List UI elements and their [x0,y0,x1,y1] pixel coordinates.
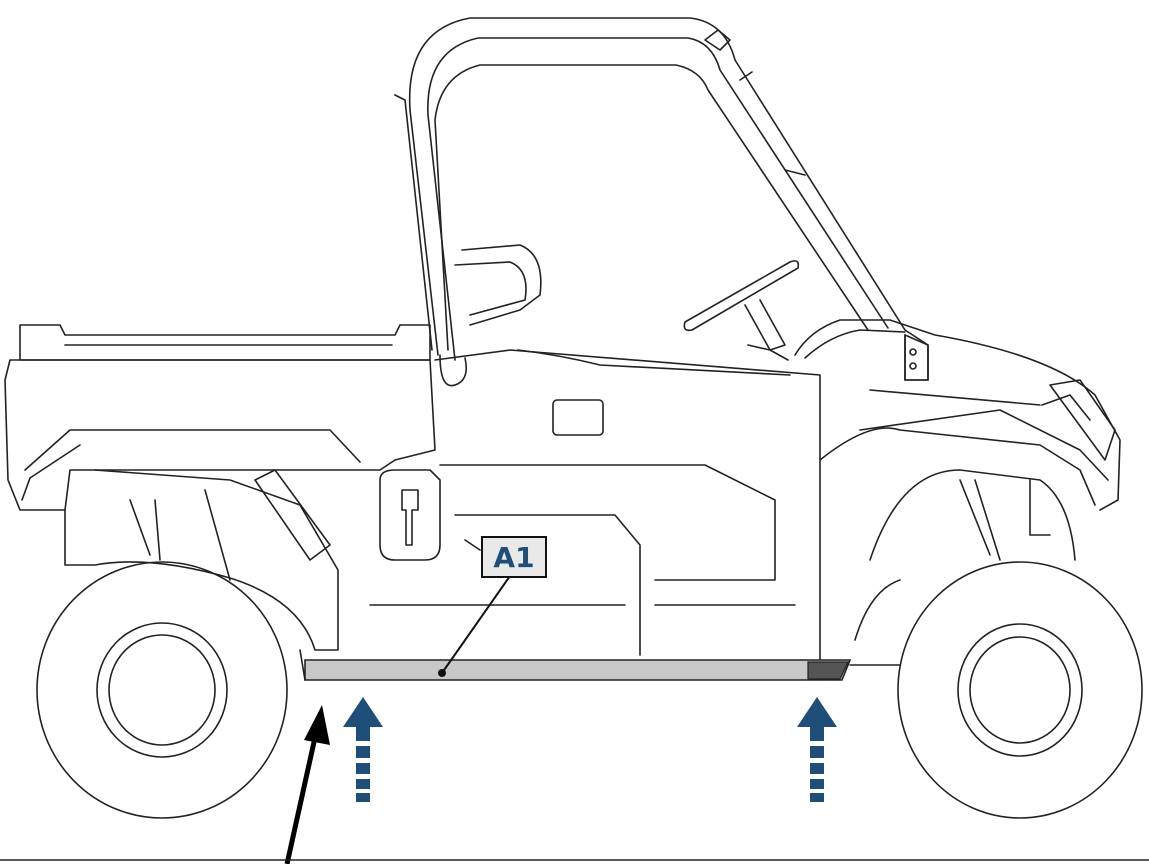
callout-leader-line [438,575,511,677]
callout-label-text: A1 [493,540,535,574]
callout-label-a1: A1 [481,536,547,578]
arrow-pointer-icon [284,705,330,864]
front-fender-hood [794,319,1121,666]
side-rail [304,659,852,681]
door-panel [369,349,821,661]
front-wheel [897,561,1143,819]
cargo-bed [4,324,436,511]
callout-dot [438,669,446,677]
rear-suspension [64,469,339,681]
steering-wheel [683,260,800,361]
arrow-up-dashed-icon [343,697,383,802]
rear-wheel [36,561,288,819]
arrow-up-dashed-icon [797,697,837,802]
roll-cage [394,17,929,387]
